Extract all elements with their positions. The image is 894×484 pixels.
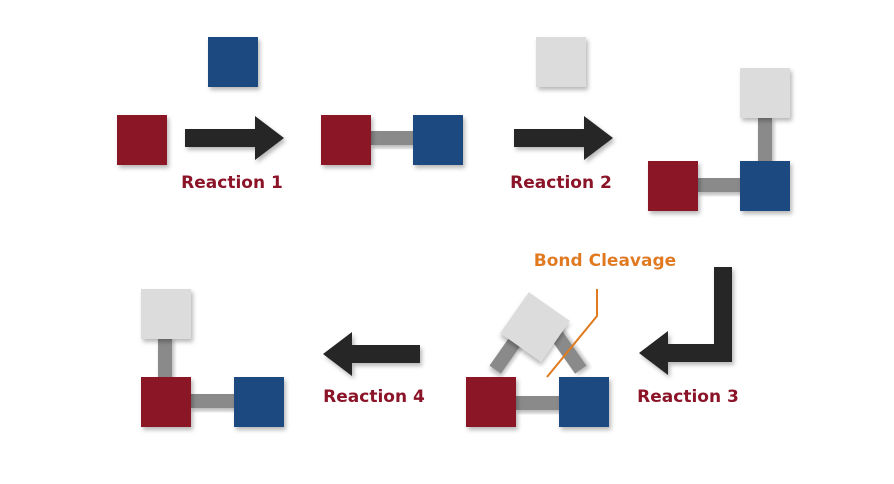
red-block [117, 115, 167, 165]
bond-cleavage-label: Bond Cleavage [534, 251, 676, 271]
bond [370, 131, 414, 145]
bond [158, 337, 172, 383]
stage-5-product [141, 289, 284, 427]
stage-2-dimer [321, 115, 463, 165]
reaction-1-label: Reaction 1 [181, 173, 283, 193]
light-block [740, 68, 790, 118]
light-block [141, 289, 191, 339]
stage-3-trimer [648, 68, 790, 211]
bond [697, 178, 743, 192]
arrow-icon [323, 332, 420, 376]
reaction-3-label: Reaction 3 [637, 387, 739, 407]
light-block [500, 292, 570, 362]
bond-cleavage-line [546, 289, 598, 378]
blue-block [559, 377, 609, 427]
red-block [141, 377, 191, 427]
red-block [466, 377, 516, 427]
bond [758, 117, 772, 163]
arrow-icon [185, 116, 284, 160]
blue-block [208, 37, 258, 87]
stage-4-triangle [466, 292, 609, 427]
arrow-icon [514, 116, 613, 160]
stage-1-reactants [117, 37, 258, 165]
blue-block [740, 161, 790, 211]
bond [515, 396, 561, 410]
light-block [536, 37, 586, 87]
blue-block [234, 377, 284, 427]
reaction-2-label: Reaction 2 [510, 173, 612, 193]
reaction-4-label: Reaction 4 [323, 387, 425, 407]
arrow-icon [639, 267, 732, 375]
red-block [648, 161, 698, 211]
bond [190, 394, 236, 408]
red-block [321, 115, 371, 165]
blue-block [413, 115, 463, 165]
